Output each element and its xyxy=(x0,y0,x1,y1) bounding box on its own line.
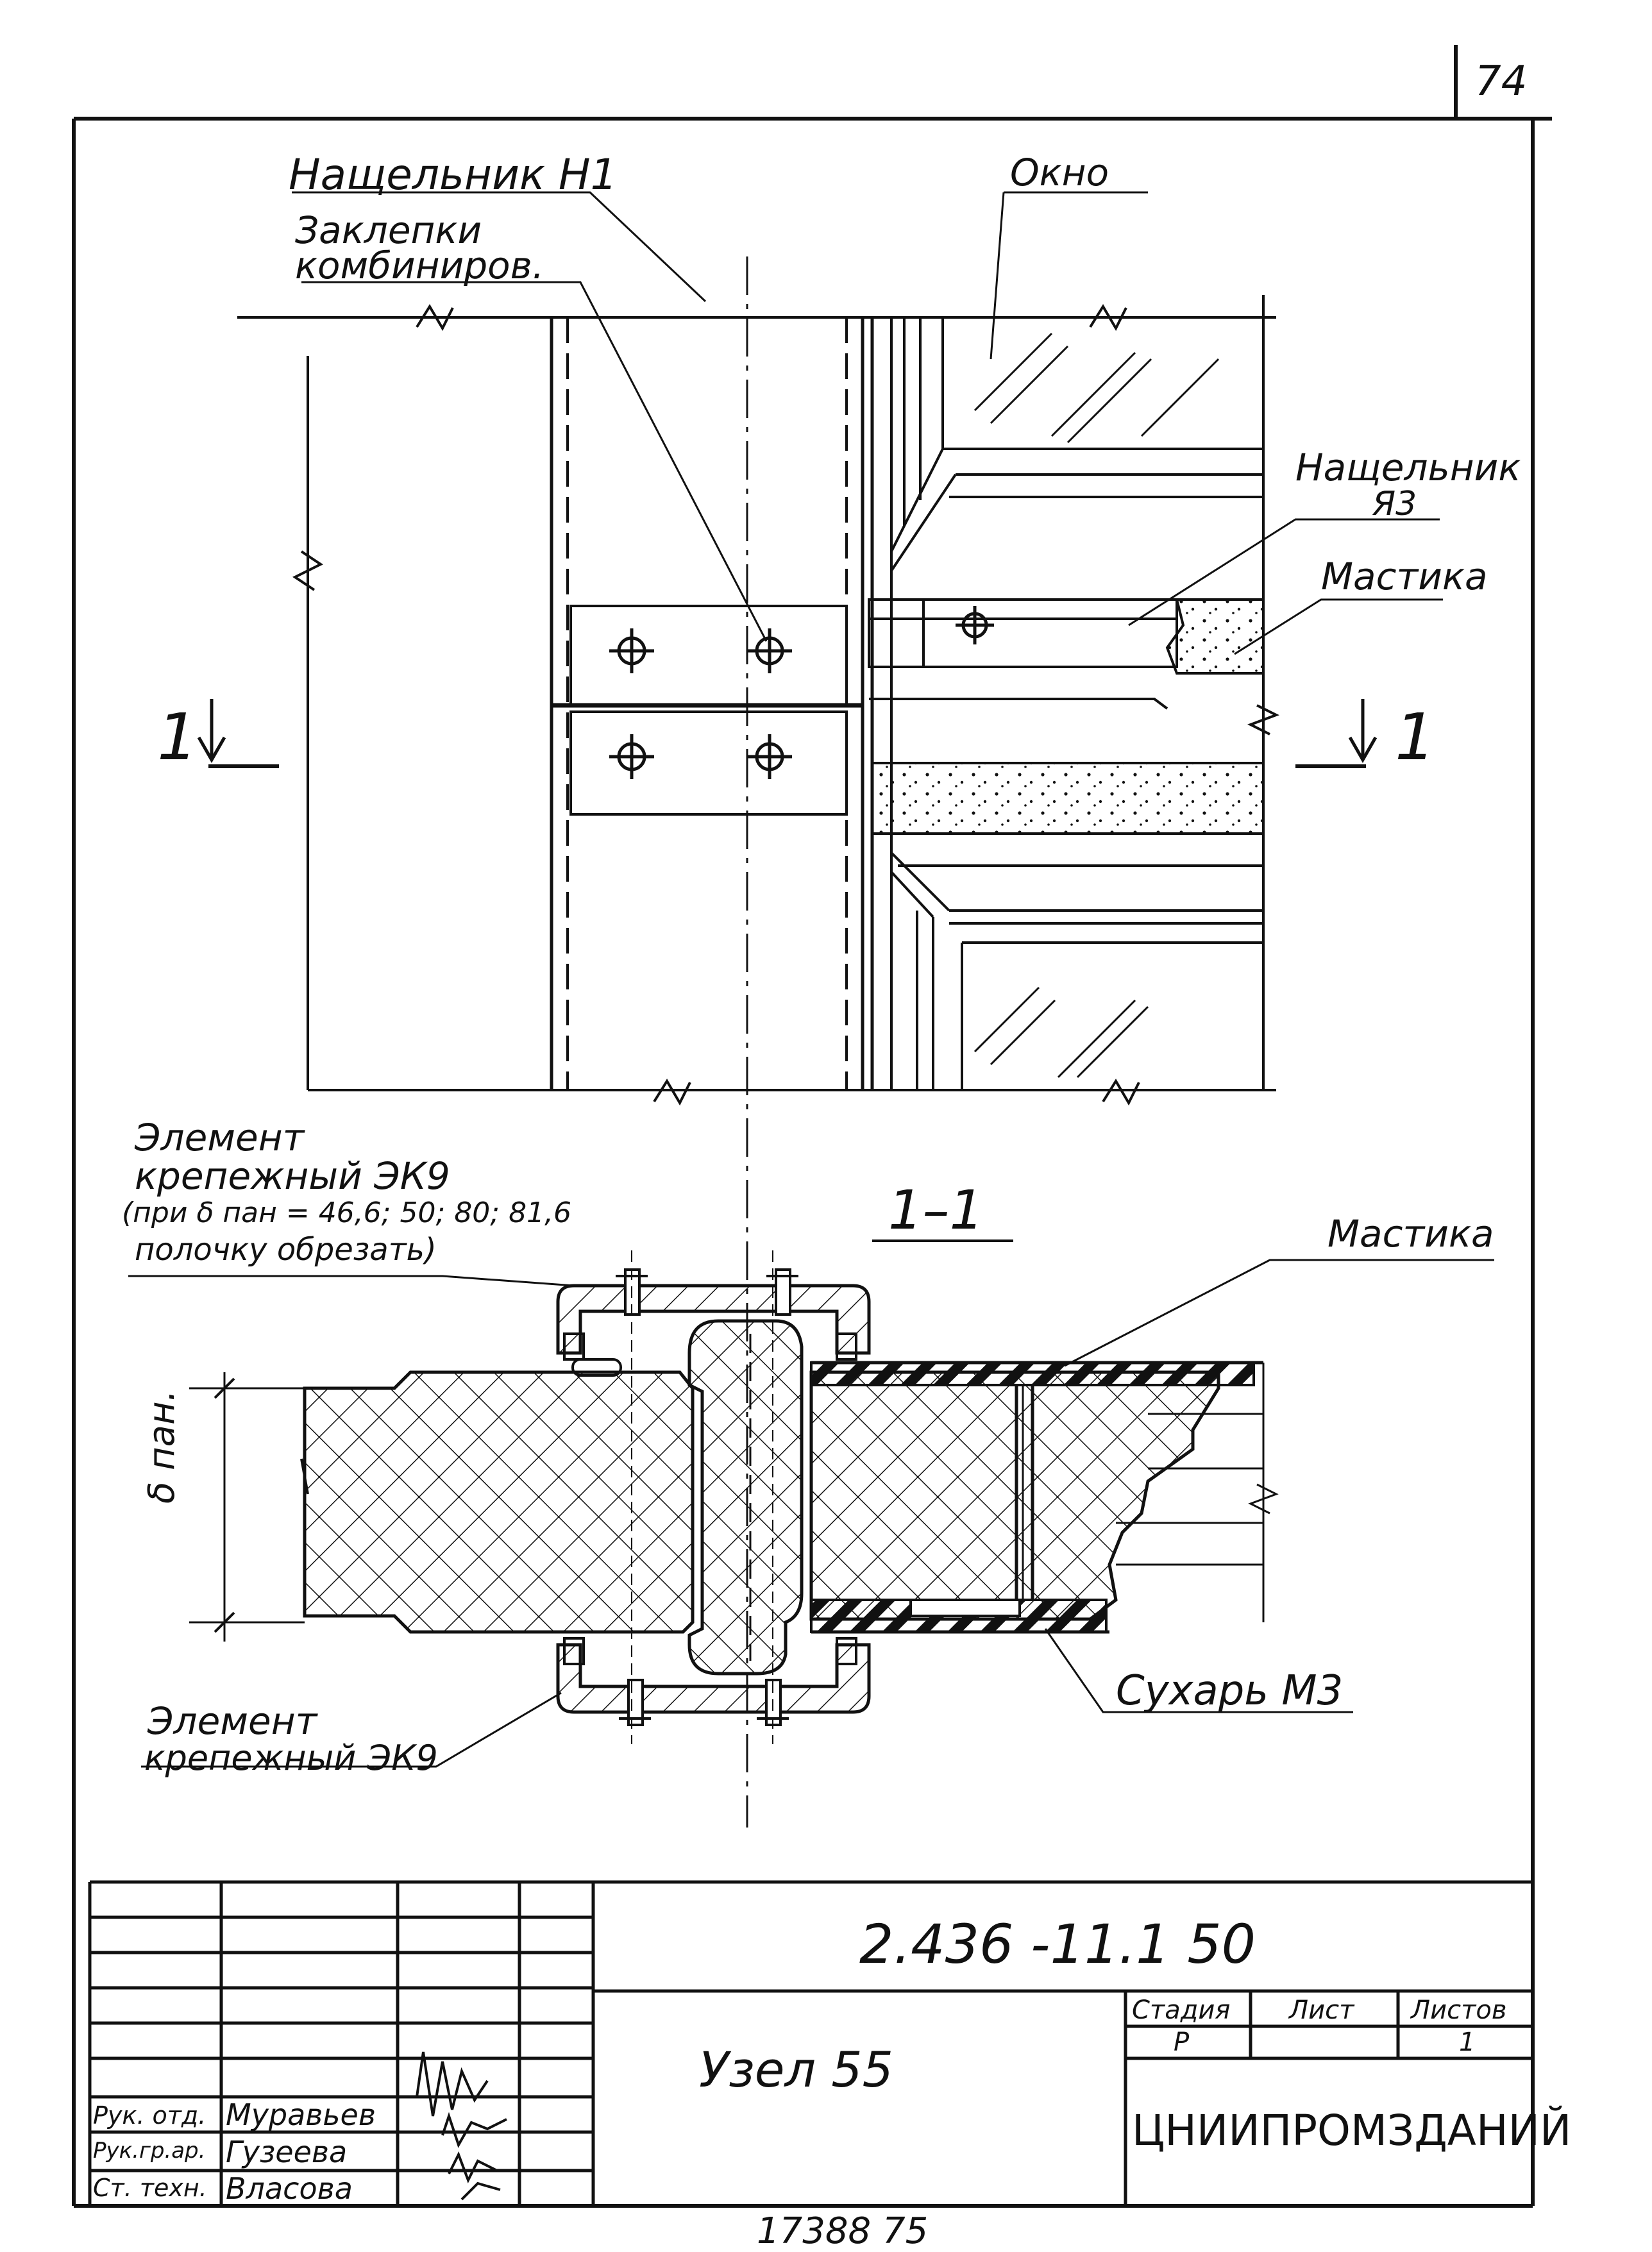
label-element-bottom-line1: Элемент xyxy=(148,1699,317,1743)
rivet-icon xyxy=(609,628,654,673)
label-mastika-top: Мастика xyxy=(1321,555,1488,598)
title-block-frame xyxy=(88,1880,1533,2208)
role-head-dept: Рук. отд. xyxy=(93,2101,206,2130)
stage-header: Стадия xyxy=(1132,1996,1231,2025)
signature-scribbles xyxy=(416,2051,507,2201)
label-zaklepki-line2: комбиниров. xyxy=(295,244,544,287)
label-nashchelnik-ya3-line2: Я3 xyxy=(1372,485,1417,523)
rivet-icon xyxy=(747,734,792,779)
doc-code: 2.436 -11.1 50 xyxy=(859,1913,1256,1976)
bottom-number: 17388 75 xyxy=(757,2210,929,2252)
drawing-frame xyxy=(72,117,1535,2208)
label-sukhar: Сухарь М3 xyxy=(1116,1667,1344,1715)
label-nashchelnik-ya3-line1: Нащельник xyxy=(1295,446,1521,489)
page-number: 74 xyxy=(1475,58,1528,105)
section-mark-right: 1 xyxy=(1395,700,1436,775)
name-muravyev: Муравьев xyxy=(226,2097,376,2132)
drawing-title: Узел 55 xyxy=(699,2041,893,2098)
label-mastika-section: Мастика xyxy=(1328,1212,1494,1256)
label-element-bottom-line2: крепежный ЭК9 xyxy=(144,1738,438,1778)
name-guzeeva: Гузеева xyxy=(226,2135,348,2169)
label-element-top-line2: крепежный ЭК9 xyxy=(135,1154,450,1198)
role-senior-tech: Ст. техн. xyxy=(93,2174,207,2202)
role-group-lead: Рук.гр.ар. xyxy=(93,2138,206,2164)
organization: ЦНИИПРОМЗДАНИЙ xyxy=(1132,2106,1572,2155)
rivet-icon xyxy=(956,606,994,644)
label-delta-pan: δ пан. xyxy=(141,1390,183,1504)
label-element-top-line3: (при δ пан = 46,6; 50; 80; 81,6 xyxy=(122,1197,572,1229)
sheets-header: Листов xyxy=(1411,1996,1507,2025)
label-okno: Окно xyxy=(1010,151,1109,194)
label-nashchelnik-h1: Нащельник Н1 xyxy=(289,150,618,199)
label-element-top-line4: полочку обрезать) xyxy=(135,1232,437,1268)
name-vlasova: Власова xyxy=(226,2171,353,2206)
label-zaklepki-line1: Заклепки xyxy=(295,208,482,252)
sheets-value: 1 xyxy=(1459,2028,1476,2057)
rivet-icon xyxy=(609,734,654,779)
label-element-top-line1: Элемент xyxy=(135,1116,305,1159)
sheet-header: Лист xyxy=(1289,1996,1354,2025)
stage-value: Р xyxy=(1174,2028,1190,2057)
section-1-1 xyxy=(128,1239,1494,1768)
section-title: 1–1 xyxy=(888,1179,984,1241)
section-mark-left: 1 xyxy=(157,700,198,775)
rivet-icon xyxy=(747,628,792,673)
